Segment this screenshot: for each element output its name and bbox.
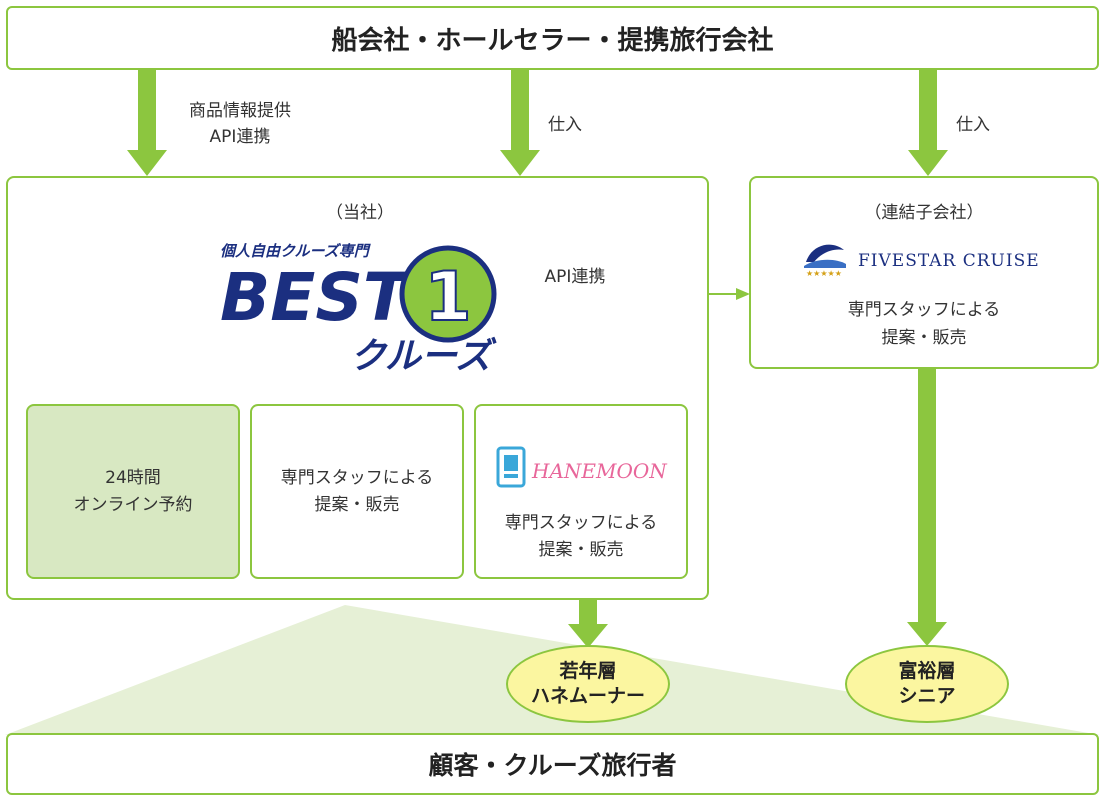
company-caption: （当社） (326, 203, 394, 223)
fivestar-cruise-logo: ★★★★★ FIVESTAR CRUISE (804, 244, 1040, 278)
arrow-top-to-subsidiary (908, 70, 948, 176)
hanemoon-logo: HANEMOON (496, 446, 668, 488)
customers-title: 顧客・クルーズ旅行者 (428, 751, 677, 780)
arrow-top-to-main-middle (500, 70, 540, 176)
hanemoon-logo-text: HANEMOON (531, 459, 668, 483)
logo-katakana: クルーズ (350, 336, 497, 376)
arrow-left-label-line1: 商品情報提供 (189, 101, 291, 121)
logo-tagline: 個人自由クルーズ専門 (220, 242, 372, 260)
best1-cruise-logo: 個人自由クルーズ専門 BEST 1 クルーズ (220, 242, 497, 376)
subsidiary-text: 専門スタッフによる 提案・販売 (774, 296, 1074, 352)
api-link-label: API連携 (544, 267, 606, 287)
customers-box: 顧客・クルーズ旅行者 (6, 733, 1099, 795)
online-booking-line2: オンライン予約 (73, 494, 193, 515)
fivestar-logo-text: FIVESTAR CRUISE (858, 251, 1040, 271)
hanemoon-line2: 提案・販売 (538, 540, 624, 560)
logo-word: BEST (220, 259, 413, 336)
staff-sales-card: 専門スタッフによる 提案・販売 (250, 404, 464, 579)
arrow-subsidiary-to-wealthy (907, 369, 947, 646)
subsidiary-box (749, 176, 1099, 369)
target-wealthy-line2: シニア (898, 685, 956, 707)
svg-text:★★★★★: ★★★★★ (806, 269, 842, 278)
online-booking-line1: 24時間 (105, 467, 161, 488)
target-wealthy-ellipse: 富裕層 シニア (845, 645, 1009, 723)
target-young-line1: 若年層 (559, 660, 617, 682)
target-young-line2: ハネムーナー (530, 685, 645, 707)
suppliers-title: 船会社・ホールセラー・提携旅行会社 (331, 25, 774, 56)
target-young-ellipse: 若年層 ハネムーナー (506, 645, 670, 723)
arrow-left-label-line2: API連携 (209, 127, 271, 147)
logo-number: 1 (424, 258, 471, 337)
online-booking-card: 24時間 オンライン予約 (26, 404, 240, 579)
subsidiary-line1: 専門スタッフによる (847, 300, 1001, 320)
hanemoon-line1: 専門スタッフによる (504, 513, 658, 533)
arrow-middle-label: 仕入 (548, 115, 582, 135)
subsidiary-caption: （連結子会社） (864, 203, 984, 223)
target-wealthy-line1: 富裕層 (898, 660, 956, 682)
hanemoon-card-text: 専門スタッフによる 提案・販売 (476, 510, 686, 564)
subsidiary-line2: 提案・販売 (881, 328, 967, 348)
arrow-right-label: 仕入 (956, 115, 990, 135)
staff-sales-line2: 提案・販売 (314, 494, 400, 515)
hanemoon-card: HANEMOON 専門スタッフによる 提案・販売 (474, 404, 688, 579)
staff-sales-line1: 専門スタッフによる (280, 467, 434, 488)
suppliers-box: 船会社・ホールセラー・提携旅行会社 (6, 6, 1099, 70)
arrow-left-label: 商品情報提供 API連携 (165, 98, 315, 150)
arrow-top-to-main-left (127, 70, 167, 176)
